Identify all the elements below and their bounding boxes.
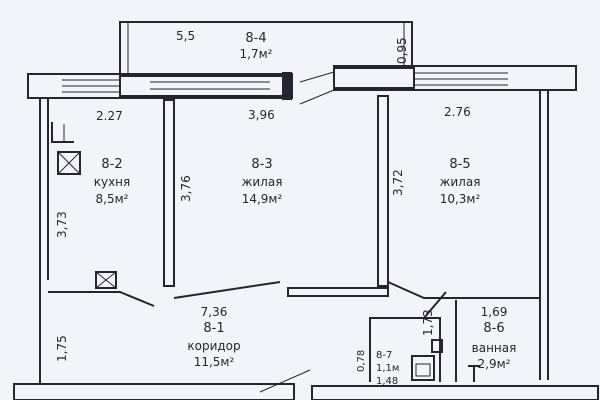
kitchen-area-label: 8,5м² (96, 192, 129, 206)
wc-walls (369, 317, 441, 382)
door-living1 (173, 281, 281, 299)
window-strip-right (299, 65, 577, 105)
wc-door (423, 291, 447, 319)
living1-height-label: 3,76 (179, 175, 193, 202)
living2-area-label: 10,3м² (440, 192, 481, 206)
kitchen-width-label: 2.27 (96, 109, 123, 123)
bath-name-label: ванная (472, 341, 517, 355)
washbasin-icon (431, 339, 443, 353)
stove-icon-cross (57, 151, 81, 175)
toilet-icon (411, 355, 435, 381)
wall-bottom-left (13, 383, 295, 400)
wc-width-label: 1,48 (376, 376, 398, 387)
wall-kitchen-living (163, 99, 175, 287)
corridor-name-label: коридор (187, 339, 240, 353)
wc-id-label: 8-7 (376, 350, 392, 361)
balcony-length-label: 5,5 (176, 29, 195, 43)
door-swing-line (299, 71, 335, 83)
living2-height-label: 3,72 (391, 169, 405, 196)
ventilation-shaft-cross (95, 271, 117, 289)
living1-area-label: 14,9м² (242, 192, 283, 206)
ventilation-shaft-icon (95, 271, 117, 289)
balcony-door-frame (119, 75, 289, 97)
bath-area-label: 2,9м² (478, 357, 511, 371)
door-swing-line (299, 89, 335, 105)
balcony-id-label: 8-4 (245, 31, 266, 46)
fixtures (51, 122, 480, 382)
window-post (282, 72, 292, 100)
kitchen-name-label: кухня (94, 175, 131, 189)
kitchen-id-label: 8-2 (101, 157, 122, 172)
wc-area-label: 1,1м (376, 363, 399, 374)
window-strip-left (27, 72, 293, 100)
living1-id-label: 8-3 (251, 157, 272, 172)
corridor-width-label: 7,36 (201, 305, 228, 319)
living2-name-label: жилая (440, 175, 481, 189)
interior-walls (48, 95, 540, 382)
bath-width-label: 1,69 (481, 305, 508, 319)
balcony-outline (119, 21, 413, 78)
wc-height-label: 0,78 (356, 350, 367, 372)
balcony-area-label: 1,7м² (240, 47, 273, 61)
corridor-area-label: 11,5м² (194, 355, 235, 369)
living1-name-label: жилая (242, 175, 283, 189)
stove-icon (57, 151, 81, 175)
toilet-bowl-icon (415, 363, 431, 377)
wall-bottom-right (311, 385, 599, 400)
wall-living-corridor (287, 287, 389, 297)
wall-living-living (377, 95, 389, 287)
living1-width-label: 3,96 (248, 108, 275, 122)
kitchen-height-label: 3,73 (55, 211, 69, 238)
living2-width-label: 2.76 (444, 105, 471, 119)
entry-door-swing (259, 369, 311, 393)
balcony (119, 21, 413, 78)
balcony-depth-label: 0,95 (395, 37, 409, 64)
living2-id-label: 8-5 (449, 157, 470, 172)
wall-kitchen-corridor (48, 291, 155, 307)
outer-walls (13, 90, 599, 400)
bath-tap-icon (468, 365, 480, 382)
corridor-id-label: 8-1 (203, 321, 224, 336)
bath-id-label: 8-6 (483, 321, 504, 336)
door-living2 (387, 281, 540, 299)
corridor-height-label: 1,75 (55, 335, 69, 362)
bath-height-label: 1,73 (421, 309, 435, 336)
kitchen-sink-icon (51, 122, 74, 143)
window-frame-section (333, 67, 415, 89)
